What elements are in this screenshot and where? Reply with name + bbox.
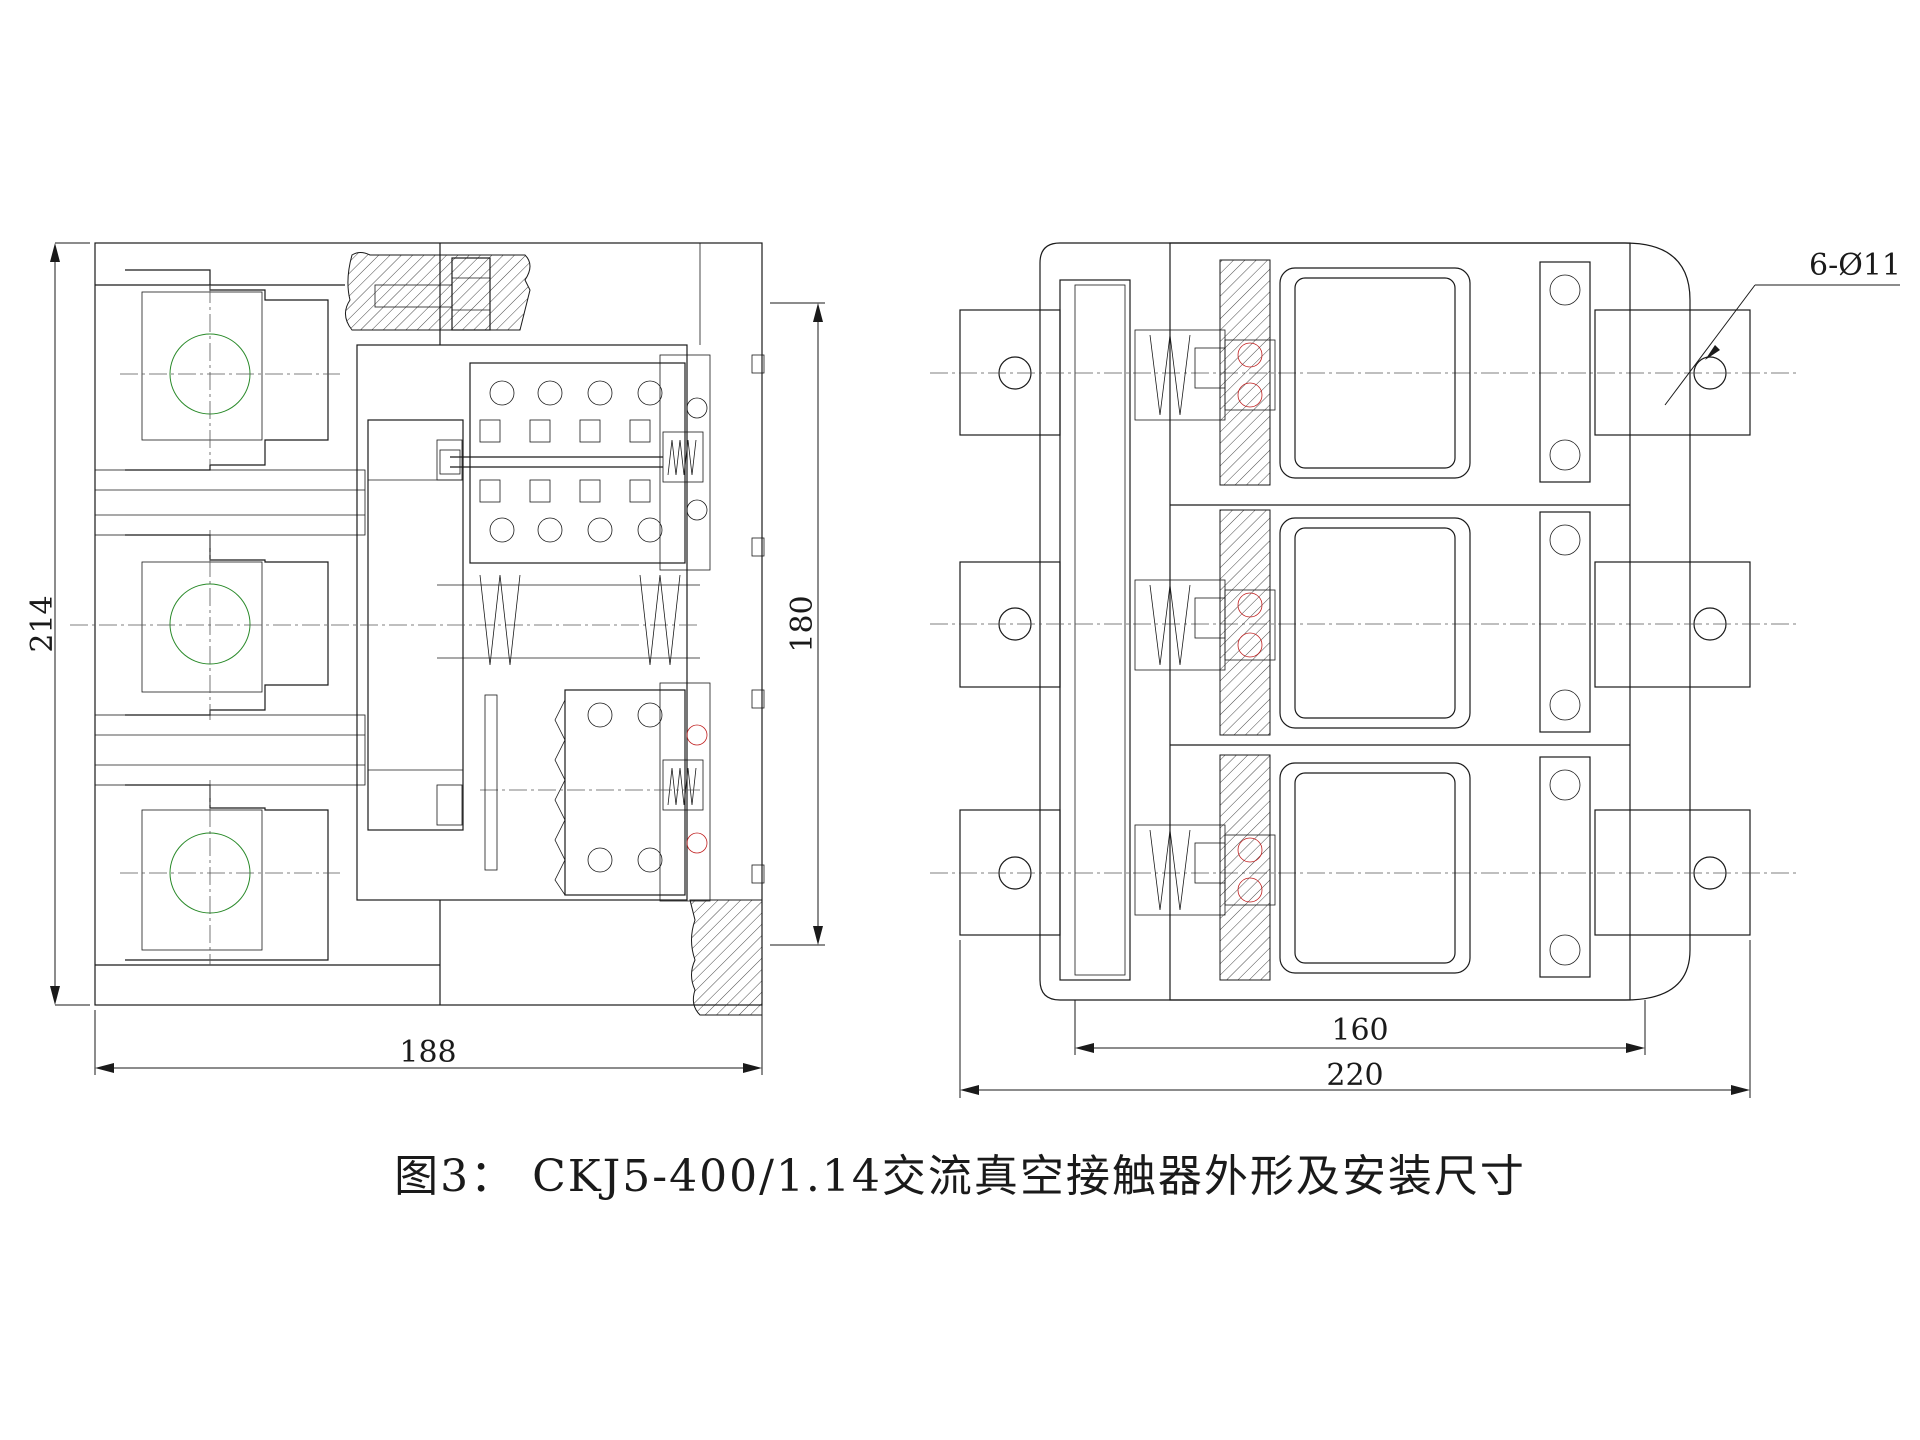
plan-view <box>930 242 1800 1001</box>
dim-label-220: 220 <box>1326 1058 1383 1093</box>
dimension-180: 180 <box>770 302 825 946</box>
phase-module-1 <box>1134 259 1591 486</box>
dimension-220: 220 <box>959 940 1751 1098</box>
pole-block-bottom <box>120 780 340 965</box>
phase-module-2 <box>1134 509 1591 736</box>
pole-block-middle <box>125 530 329 720</box>
dim-label-180: 180 <box>785 595 820 652</box>
figure-caption: 图3： CKJ5-400/1.14交流真空接触器外形及安装尺寸 <box>394 1151 1526 1202</box>
side-view <box>70 242 765 1016</box>
dim-label-214: 214 <box>25 595 60 652</box>
dimension-188: 188 <box>94 1010 763 1075</box>
pole-block-top <box>120 269 340 471</box>
aux-contact-upper <box>439 354 711 571</box>
dimension-214: 214 <box>25 242 90 1006</box>
hole-callout: 6-Ø11 <box>1664 248 1901 406</box>
aux-contact-lower <box>480 682 711 902</box>
hole-spec-label: 6-Ø11 <box>1809 248 1901 283</box>
dimension-160: 160 <box>1074 1000 1646 1055</box>
dim-label-188: 188 <box>399 1035 456 1070</box>
phase-module-3 <box>1134 754 1591 981</box>
dim-label-160: 160 <box>1331 1013 1388 1048</box>
